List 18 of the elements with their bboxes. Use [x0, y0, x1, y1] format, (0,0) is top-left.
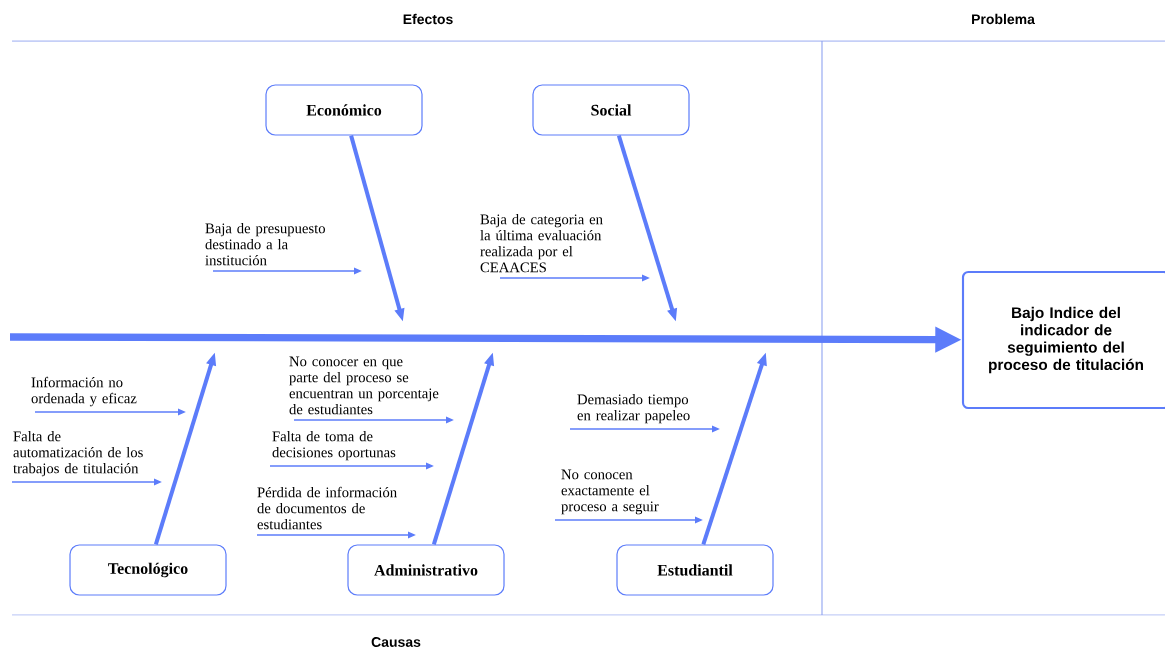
- problem-box: Bajo Indice del indicador de seguimiento del proceso de titulación: [961, 270, 1165, 410]
- cause-text: Demasiado tiempo en realizar papeleo: [577, 394, 690, 424]
- category-box: Administrativo: [347, 544, 505, 596]
- cause-text: Baja de presupuesto destinado a la institución: [205, 223, 325, 266]
- cause-text: Falta de toma de decisiones oportunas: [272, 431, 396, 461]
- column-heading: Efectos: [403, 13, 453, 25]
- cause-text: Falta de automatización de los trabajos de titulación: [13, 431, 143, 477]
- column-heading: Causas: [371, 637, 421, 647]
- cause-text: Pérdida de información de documentos de estudiantes: [257, 486, 397, 530]
- category-box: Social: [532, 84, 690, 136]
- cause-text: No conocer en que parte del proceso se encuentran un porcentaje de estudiantes: [289, 356, 439, 415]
- cause-text: Baja de categoria en la última evaluación realizada por el CEAACES: [480, 214, 603, 273]
- category-box: Económico: [265, 84, 423, 136]
- cause-text: No conocen exactamente el proceso a seguir: [561, 469, 659, 515]
- cause-text: Información no ordenada y eficaz: [31, 376, 137, 407]
- category-box: Tecnológico: [69, 544, 227, 596]
- category-box: Estudiantil: [616, 544, 774, 596]
- column-heading: Problema: [972, 13, 1035, 25]
